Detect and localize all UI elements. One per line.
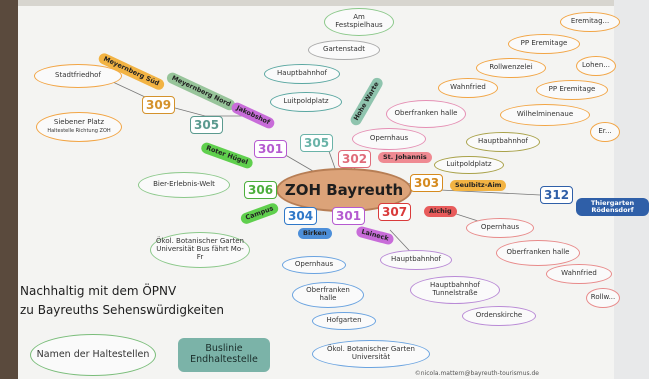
stop-label: Bier-Erlebnis-Welt <box>153 180 215 189</box>
stop-hauptbahnhof-tunnelstrasse: Hauptbahnhof Tunnelstraße <box>410 276 500 304</box>
stop-label: Rollw... <box>590 293 616 302</box>
stop-ordenskirche: Ordenskirche <box>462 306 536 326</box>
stop-opernhaus-1: Opernhaus <box>352 128 426 150</box>
stop-oberfranken-halle-3: Oberfranken halle <box>496 240 580 266</box>
tag-thiergarten: Thiergarten Rödensdorf <box>576 198 649 216</box>
stop-opernhaus-3: Opernhaus <box>466 218 534 238</box>
legend-stop-names: Namen der Haltestellen <box>30 334 156 376</box>
stop-label: Opernhaus <box>294 260 334 269</box>
legend-endstop: Buslinie Endhaltestelle <box>178 338 270 372</box>
stop-label: Luitpoldplatz <box>283 97 329 106</box>
stop-rollwenzelei-1: Rollw... <box>586 288 620 308</box>
stop-er-partial: Er... <box>590 122 620 142</box>
legend-endstop-label: Buslinie Endhaltestelle <box>190 343 258 365</box>
stop-oberfranken-halle-2: Oberfranken halle <box>292 282 364 308</box>
stop-opernhaus-2: Opernhaus <box>282 256 346 274</box>
stop-label: Oberfranken halle <box>306 286 350 302</box>
bus-line-309: 309 <box>142 96 176 114</box>
stop-label: Wilhelminenaue <box>516 110 574 119</box>
stop-label: Opernhaus <box>480 223 520 232</box>
bus-line-305-top: 305 <box>300 134 334 152</box>
stop-label: Rollwenzelei <box>489 63 533 72</box>
stop-luitpoldplatz-2: Luitpoldplatz <box>434 156 504 174</box>
bus-line-301-bottom: 301 <box>332 207 366 225</box>
stop-bier-erlebnis-welt: Bier-Erlebnis-Welt <box>138 172 230 198</box>
stop-label: Wahnfried <box>561 269 597 278</box>
credit-text: ©nicola.mattern@bayreuth-tourismus.de <box>414 370 539 377</box>
stop-am-festspielhaus: Am Festspielhaus <box>324 8 394 36</box>
bus-line-301-top: 301 <box>254 140 288 158</box>
stop-label: Eremitag... <box>570 17 610 26</box>
stop-label: Opernhaus <box>369 134 409 143</box>
stop-lohengrin: Lohen... <box>576 56 616 76</box>
stop-label: PP Eremitage <box>548 85 596 94</box>
stop-label: Wahnfried <box>450 83 486 92</box>
stop-label: Luitpoldplatz <box>446 160 492 169</box>
stop-luitpoldplatz-1: Luitpoldplatz <box>270 92 342 112</box>
stop-label: Oberfranken halle <box>394 109 458 118</box>
stop-label: Am Festspielhaus <box>335 13 383 29</box>
stop-hauptbahnhof-2: Hauptbahnhof <box>466 132 540 152</box>
stop-label: Hauptbahnhof Tunnelstraße <box>430 281 480 297</box>
legend-stop-label: Namen der Haltestellen <box>36 348 150 360</box>
stop-label: Ökol. Botanischer Garten Universität Bus… <box>156 237 244 261</box>
stop-label: Lohen... <box>582 61 610 70</box>
top-edge <box>0 0 649 6</box>
stop-label: Stadtfriedhof <box>55 71 101 80</box>
stop-label: Hauptbahnhof <box>478 137 528 146</box>
stop-pp-eremitage-2: PP Eremitage <box>536 80 608 100</box>
stop-botanischer-garten-1: Ökol. Botanischer Garten Universität Bus… <box>150 232 250 268</box>
stop-hauptbahnhof-3: Hauptbahnhof <box>380 250 452 270</box>
right-overlay-panel <box>614 0 649 379</box>
stop-hofgarten: Hofgarten <box>312 312 376 330</box>
bus-line-306: 306 <box>244 181 278 199</box>
page-title: Nachhaltig mit dem ÖPNV zu Bayreuths Seh… <box>20 282 270 320</box>
tag-seulbitz-aim: Seulbitz-Aim <box>450 180 507 191</box>
bus-line-305-left: 305 <box>190 116 224 134</box>
bus-line-307: 307 <box>378 203 412 221</box>
stop-stadtfriedhof: Stadtfriedhof <box>34 64 122 88</box>
bus-line-303: 303 <box>410 174 444 192</box>
stop-rollwenzelei-2: Rollwenzelei <box>476 58 546 78</box>
stop-label: Oberfranken halle <box>506 248 570 257</box>
title-line-1: Nachhaltig mit dem ÖPNV <box>20 284 177 298</box>
stop-label: Hofgarten <box>326 316 362 325</box>
bus-line-312: 312 <box>540 186 574 204</box>
stop-wilhelminenaue: Wilhelminenaue <box>500 104 590 126</box>
stop-eremitage-1: Eremitag... <box>560 12 620 32</box>
stop-label: Gartenstadt <box>323 45 365 54</box>
stop-oberfranken-halle-1: Oberfranken halle <box>386 100 466 128</box>
stop-wahnfried-1: Wahnfried <box>546 264 612 284</box>
stop-label: Hauptbahnhof <box>391 255 441 264</box>
stop-botanischer-garten-2: Ökol. Botanischer Garten Universität <box>312 340 430 368</box>
stop-label: PP Eremitage <box>520 39 568 48</box>
stop-gartenstadt: Gartenstadt <box>308 40 380 60</box>
tag-aichig: Aichig <box>424 206 457 217</box>
title-line-2: zu Bayreuths Sehenswürdigkeiten <box>20 303 224 318</box>
bus-line-302: 302 <box>338 150 372 168</box>
stop-label: Ökol. Botanischer Garten Universität <box>327 345 415 361</box>
stop-wahnfried-2: Wahnfried <box>438 78 498 98</box>
stop-pp-eremitage-1: PP Eremitage <box>508 34 580 54</box>
bus-line-304: 304 <box>284 207 318 225</box>
stop-hauptbahnhof-1: Hauptbahnhof <box>264 64 340 84</box>
stop-label: Hauptbahnhof <box>277 69 327 78</box>
tag-birken: Birken <box>298 228 332 239</box>
stop-label: Er... <box>598 127 612 136</box>
tag-st-johannis: St. Johannis <box>378 152 432 163</box>
left-photo-edge <box>0 0 18 379</box>
stop-label: Ordenskirche <box>475 311 523 320</box>
